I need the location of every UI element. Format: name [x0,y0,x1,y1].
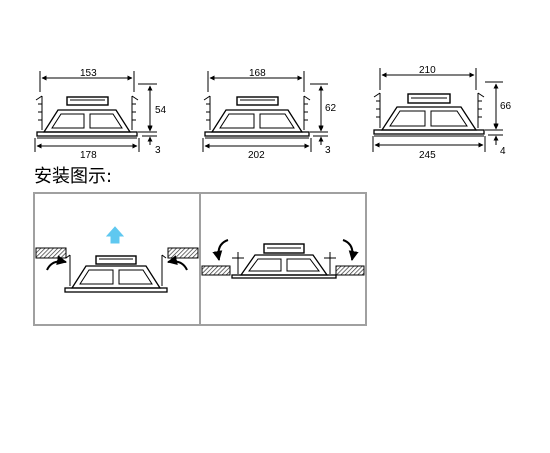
model-1-flange: 3 [155,145,161,156]
push-up-arrow-icon [105,226,125,244]
model-3-flange: 4 [500,146,506,157]
installation-panels [33,192,367,326]
model-1-bottom-width: 178 [80,150,97,161]
model-1-height: 54 [155,105,167,116]
install-step-2 [201,239,365,279]
model-2-height: 62 [325,103,337,114]
model-1-top-width: 153 [80,68,97,79]
model-3-height: 66 [500,101,512,112]
model-3-top-width: 210 [419,65,436,76]
install-step-1 [35,226,199,293]
model-2-flange: 3 [325,145,331,156]
installation-heading: 安装图示: [34,166,112,187]
speaker-model-3 [372,68,503,152]
model-3-bottom-width: 245 [419,150,436,161]
model-2-bottom-width: 202 [248,150,265,161]
speaker-model-2 [202,71,328,152]
model-2-top-width: 168 [249,68,266,79]
speaker-model-1 [34,71,157,152]
